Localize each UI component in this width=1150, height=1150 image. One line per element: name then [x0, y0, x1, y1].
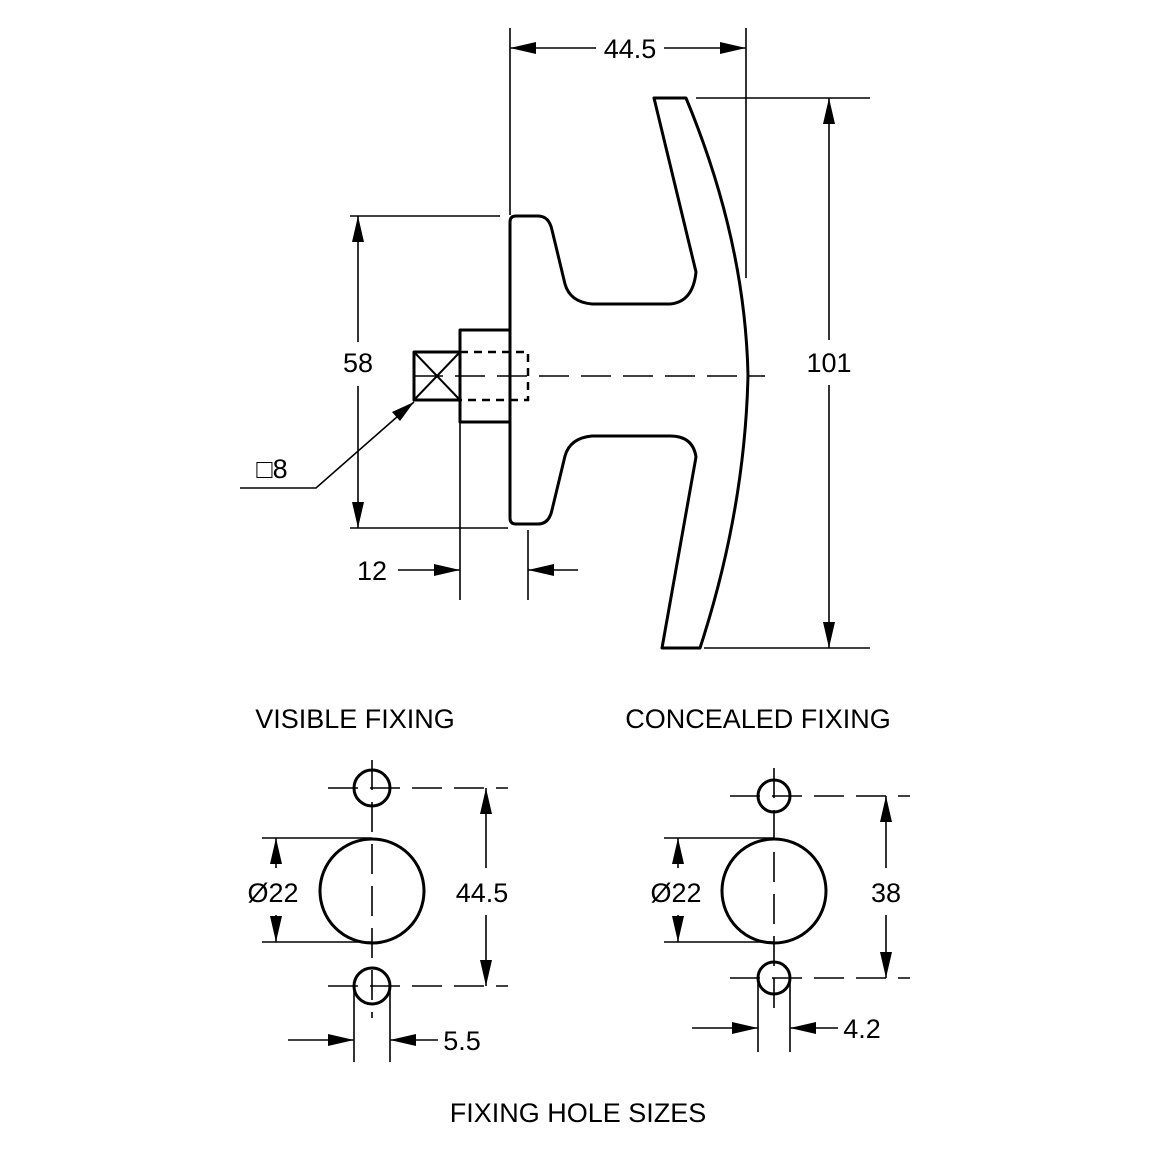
dim-width-top-label: 44.5 — [604, 34, 657, 64]
visible-top-screw-hole — [352, 768, 392, 808]
concealed-screw-hole-label: 4.2 — [843, 1014, 881, 1044]
visible-center-hole-label: Ø22 — [247, 878, 298, 908]
concealed-center-hole-label: Ø22 — [650, 878, 701, 908]
dim-spindle-length-label: 12 — [357, 556, 387, 586]
concealed-fixing-view: CONCEALED FIXING Ø22 38 4.2 — [625, 704, 910, 1052]
leader-spindle-square-label: □8 — [256, 454, 287, 484]
visible-screw-hole-label: 5.5 — [443, 1026, 481, 1056]
concealed-center-hole — [720, 837, 828, 945]
dim-base-height-label: 58 — [343, 348, 373, 378]
leader-spindle-square: □8 — [240, 401, 415, 489]
visible-fixing-view: VISIBLE FIXING Ø22 44.5 5.5 — [247, 704, 508, 1062]
handle-outline — [508, 96, 750, 650]
dim-base-height: 58 — [343, 215, 508, 529]
handle-side-view — [412, 96, 765, 650]
visible-hole-spacing-label: 44.5 — [456, 878, 509, 908]
visible-center-hole — [318, 837, 426, 945]
dim-width-top: 44.5 — [509, 28, 747, 278]
dim-height-total-label: 101 — [806, 348, 851, 378]
fixing-hole-sizes-caption: FIXING HOLE SIZES — [450, 1098, 707, 1128]
concealed-fixing-title: CONCEALED FIXING — [625, 704, 891, 734]
hidden-spindle — [460, 350, 530, 402]
visible-fixing-title: VISIBLE FIXING — [255, 704, 455, 734]
concealed-hole-spacing-label: 38 — [871, 878, 901, 908]
dim-height-total: 101 — [696, 97, 870, 649]
concealed-top-screw-hole — [756, 778, 792, 814]
dim-spindle-length: 12 — [357, 422, 578, 600]
